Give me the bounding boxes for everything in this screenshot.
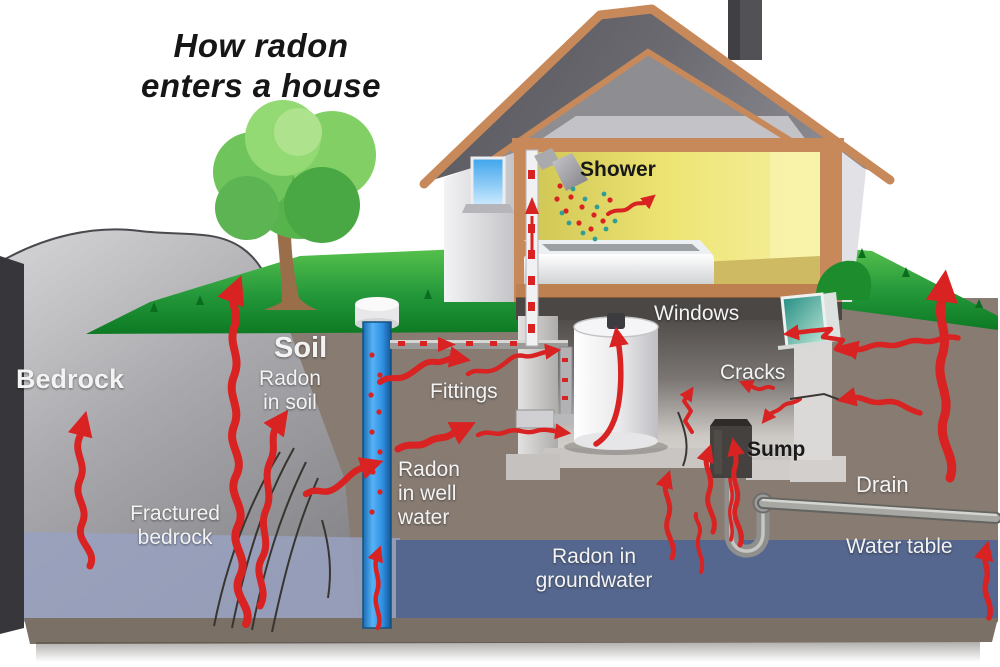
label-radon-in-groundwater: Radon in groundwater	[535, 545, 653, 592]
drain-pipe	[757, 497, 1000, 524]
label-drain: Drain	[856, 472, 909, 497]
radon-groundwater-squiggle	[693, 512, 705, 574]
radon-in-trap	[728, 466, 734, 542]
radon-arrow-sump-1	[696, 444, 717, 535]
house	[377, 0, 1000, 561]
radon-arrow-in-well	[367, 545, 383, 631]
radon-arrow-crack-1	[738, 380, 775, 394]
radon-arrow-soil	[255, 409, 289, 610]
label-water-table: Water table	[846, 535, 953, 558]
water-heater-tank	[564, 313, 668, 455]
label-fittings: Fittings	[430, 380, 498, 403]
label-sump: Sump	[747, 438, 806, 461]
label-soil: Soil	[274, 332, 328, 364]
radon-arrow-tank	[593, 326, 629, 447]
water-table-left	[24, 532, 400, 622]
radon-arrow-sump-2	[727, 437, 745, 548]
tree	[213, 100, 376, 310]
grass-left	[86, 249, 520, 334]
label-cracks: Cracks	[720, 361, 786, 384]
floor-trim	[516, 284, 842, 300]
bathtub	[524, 240, 714, 290]
label-shower: Shower	[580, 158, 656, 181]
radon-arrow-bedrock	[67, 410, 96, 570]
upstairs-window	[470, 156, 506, 208]
diagram-title: How radon enters a house	[141, 27, 381, 105]
footing-left	[506, 454, 560, 480]
bottom-strip	[24, 618, 998, 644]
roof-trim	[419, 4, 895, 189]
footing-right	[790, 456, 846, 482]
radon-arrows-right	[693, 269, 994, 621]
ground-shadow	[36, 642, 980, 662]
room-top-trim	[512, 138, 844, 152]
left-cut-edge	[0, 256, 24, 634]
label-fractured-bedrock: Fractured bedrock	[130, 502, 220, 549]
shower-head-icon	[552, 153, 588, 191]
label-radon-in-soil: Radon in soil	[259, 367, 321, 414]
label-windows: Windows	[654, 302, 740, 325]
radon-arrow-through-grass	[217, 275, 252, 628]
radon-arrow-window	[782, 324, 853, 357]
sump-slab	[746, 460, 790, 480]
chimney	[728, 0, 762, 60]
sump-pit	[710, 419, 752, 478]
radon-arrow-shower	[606, 194, 656, 216]
well-supply-pipe	[390, 337, 568, 352]
radon-arrow-crack-2	[761, 397, 802, 424]
tank-supply-pipe	[515, 346, 574, 429]
label-radon-in-well-water: Radon in well water	[398, 458, 460, 529]
radon-arrows-interior	[377, 194, 853, 561]
radon-arrow-fittings	[377, 346, 471, 385]
radon-arrow-wellwater	[394, 422, 476, 453]
label-bedrock: Bedrock	[16, 364, 125, 394]
water-table-right	[396, 540, 998, 618]
radon-arrow-floor-crack	[679, 386, 694, 434]
window-sill	[462, 204, 514, 213]
pipe-fitting	[515, 409, 555, 429]
radon-arrows-left	[67, 275, 384, 628]
radon-arrow-right-surface	[925, 269, 958, 483]
well	[355, 297, 399, 631]
shower-spray-dots	[554, 183, 618, 242]
roof-inner-trim	[478, 48, 840, 173]
radon-arrow-into-well	[302, 457, 384, 498]
floor-joist-band	[516, 298, 842, 320]
grass-behind-window	[815, 260, 872, 300]
